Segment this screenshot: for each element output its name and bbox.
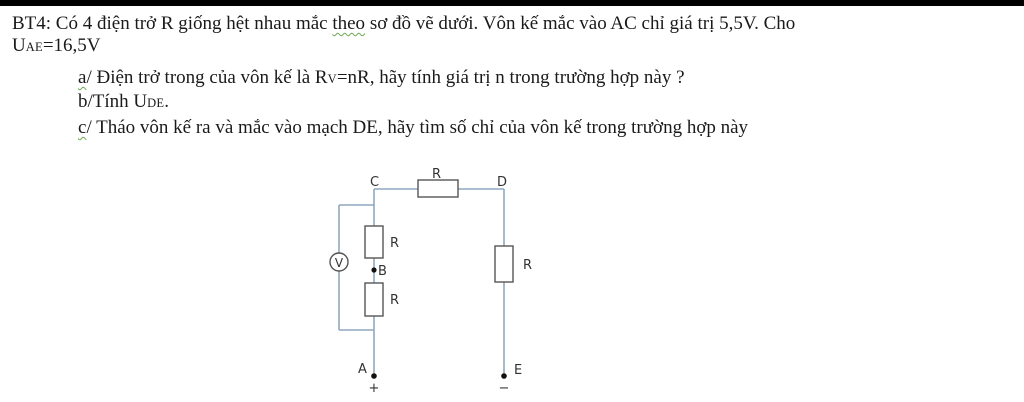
node-A-label: A — [358, 362, 367, 377]
resistor-top — [417, 179, 459, 198]
voltmeter-symbol: V — [335, 256, 344, 270]
top-black-bar — [0, 0, 1024, 6]
question-b-text: b/Tính U — [78, 91, 148, 112]
voltage-symbol: U — [12, 35, 26, 56]
node-B-dot — [371, 267, 377, 273]
resistor-top-label: R — [432, 167, 441, 182]
resistor-upper-left — [364, 225, 384, 259]
spellcheck-word: theo — [332, 13, 366, 34]
question-a-mark: a — [78, 67, 87, 88]
question-a-subscript: V — [327, 72, 337, 86]
voltmeter-icon — [329, 252, 349, 272]
problem-statement-line1: BT4: Có 4 điện trở R giống hệt nhau mắc … — [12, 13, 795, 35]
line1-prefix: BT4: Có 4 điện trở R giống hệt nhau mắc — [12, 13, 333, 34]
node-A-dot — [371, 373, 377, 379]
resistor-upper-left-label: R — [390, 236, 399, 251]
resistor-lower-left-label: R — [390, 293, 399, 308]
node-E-dot — [501, 373, 507, 379]
node-B-label: B — [378, 264, 387, 279]
resistor-right — [494, 245, 514, 283]
wires — [338, 188, 505, 376]
question-c-text: / Tháo vôn kế ra và mắc vào mạch DE, hãy… — [86, 117, 749, 138]
line1-suffix: sơ đồ vẽ dưới. Vôn kế mắc vào AC chỉ giá… — [365, 13, 796, 34]
resistor-lower-left — [364, 282, 384, 317]
voltage-subscript: AE — [25, 40, 43, 54]
question-b-subscript: DE — [147, 96, 165, 110]
node-C-label: C — [370, 175, 379, 190]
terminal-E-polarity: − — [499, 381, 510, 396]
question-a: a/ Điện trở trong của vôn kế là RV=nR, h… — [78, 67, 685, 90]
node-D-label: D — [497, 175, 507, 190]
question-a-rest: =nR, hãy tính giá trị n trong trường hợp… — [336, 67, 685, 88]
question-c: c/ Tháo vôn kế ra và mắc vào mạch DE, hã… — [78, 117, 748, 139]
problem-statement-line2: UAE=16,5V — [12, 35, 101, 58]
question-b-rest: . — [164, 91, 169, 112]
terminal-A-polarity: + — [369, 381, 380, 396]
question-c-mark: c — [78, 117, 87, 138]
node-E-label: E — [514, 363, 522, 378]
question-a-text: / Điện trở trong của vôn kế là R — [86, 67, 328, 88]
voltage-value: =16,5V — [42, 35, 101, 56]
question-b: b/Tính UDE. — [78, 91, 169, 114]
resistor-right-label: R — [523, 258, 532, 273]
